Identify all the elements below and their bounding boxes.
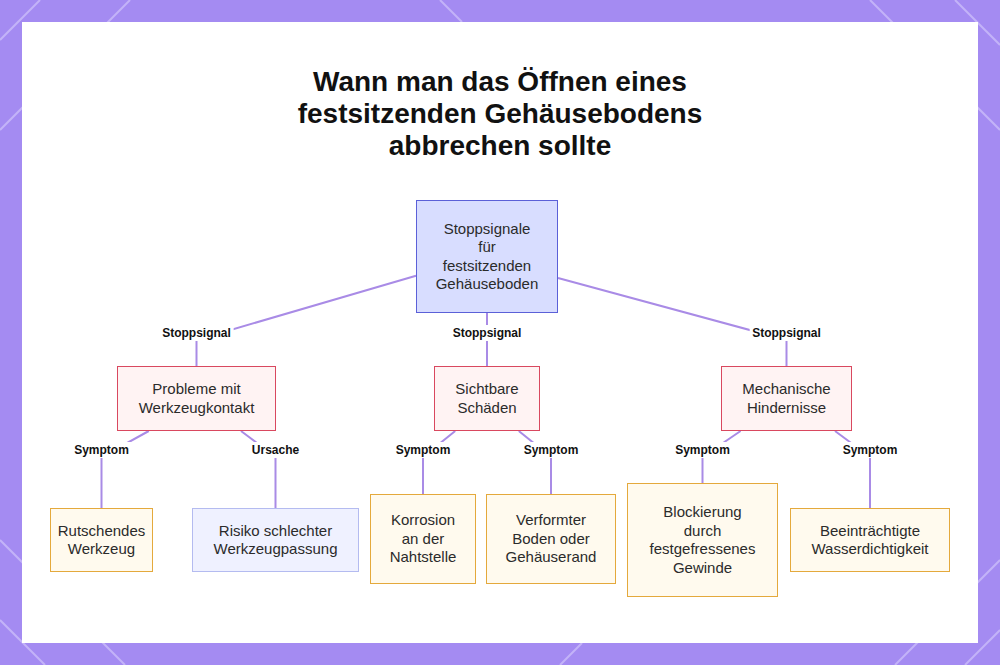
node-label: Stoppsignale für festsitzenden Gehäusebo…	[436, 220, 539, 294]
edge-label: Ursache	[249, 442, 302, 458]
connector-line	[519, 431, 551, 494]
connector-line	[558, 278, 787, 366]
category-box: Mechanische Hindernisse	[721, 366, 852, 431]
edge-label: Stoppsignal	[159, 325, 234, 341]
node-label: Verformter Boden oder Gehäuserand	[499, 511, 603, 567]
edge-label: Stoppsignal	[450, 325, 525, 341]
node-label: Sichtbare Schäden	[445, 380, 529, 417]
edge-label: Symptom	[672, 442, 733, 458]
category-box: Sichtbare Schäden	[434, 366, 540, 431]
symptom-box: Rutschendes Werkzeug	[50, 508, 153, 572]
symptom-box: Blockierung durch festgefressenes Gewind…	[627, 483, 778, 597]
symptom-box: Korrosion an der Nahtstelle	[370, 494, 476, 584]
edge-label: Stoppsignal	[749, 325, 824, 341]
root-box: Stoppsignale für festsitzenden Gehäusebo…	[416, 200, 558, 313]
symptom-box: Beeinträchtigte Wasserdichtigkeit	[790, 508, 950, 572]
node-label: Beeinträchtigte Wasserdichtigkeit	[801, 522, 939, 559]
diagram-title: Wann man das Öffnen eines festsitzenden …	[255, 66, 745, 162]
cause-box: Risiko schlechter Werkzeugpassung	[192, 508, 359, 572]
node-label: Rutschendes Werkzeug	[58, 522, 146, 559]
connector-line	[197, 276, 417, 366]
node-label: Risiko schlechter Werkzeugpassung	[203, 522, 348, 559]
edge-label: Symptom	[393, 442, 454, 458]
node-label: Blockierung durch festgefressenes Gewind…	[648, 503, 757, 577]
node-label: Probleme mit Werkzeugkontakt	[130, 380, 263, 417]
node-label: Mechanische Hindernisse	[732, 380, 841, 417]
category-box: Probleme mit Werkzeugkontakt	[117, 366, 276, 431]
edge-label: Symptom	[71, 442, 132, 458]
symptom-box: Verformter Boden oder Gehäuserand	[486, 494, 616, 584]
connector-line	[423, 431, 455, 494]
edge-label: Symptom	[840, 442, 901, 458]
edge-label: Symptom	[521, 442, 582, 458]
node-label: Korrosion an der Nahtstelle	[385, 511, 461, 567]
